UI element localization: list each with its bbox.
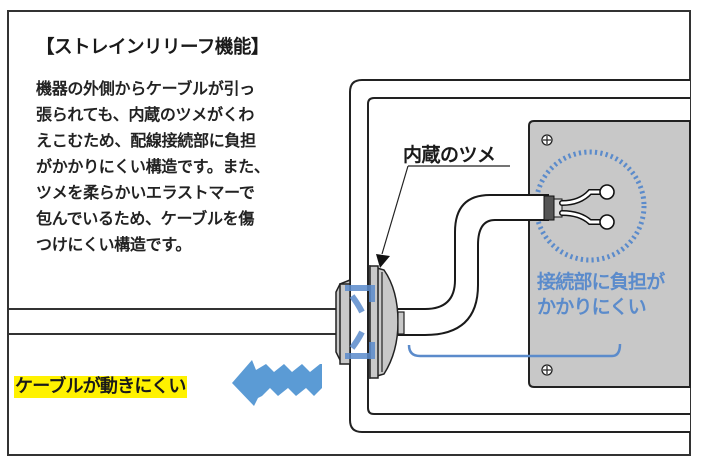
connection-load-label: 接続部に負担が かかりにくい <box>537 270 665 320</box>
device-housing-inner <box>367 97 690 415</box>
description-line: つけにくい構造です。 <box>36 235 192 254</box>
description-line: えこむため、配線接続部に負担 <box>36 131 256 150</box>
callout-leader-line <box>381 165 409 255</box>
diagram-title: 【ストレインリリーフ機能】 <box>36 37 269 58</box>
range-bracket <box>407 343 622 358</box>
cable-stable-label: ケーブルが動きにくい <box>14 376 187 398</box>
terminal-panel <box>528 120 691 388</box>
screw-icon <box>541 134 553 146</box>
description-line: 機器の外側からケーブルが引っ <box>36 79 255 98</box>
cable-connector-icon <box>543 184 615 230</box>
connection-load-line: かかりにくい <box>537 296 647 318</box>
internal-claw-label: 内蔵のツメ <box>403 144 496 166</box>
description-line: 包んでいるため、ケーブルを傷 <box>36 209 255 228</box>
connection-load-line: 接続部に負担が <box>537 271 665 293</box>
description-line: がかかりにくい構造です。また、 <box>36 157 270 176</box>
strain-relief-bushing <box>335 265 405 379</box>
description-line: 張られても、内蔵のツメがくわ <box>36 105 255 124</box>
callout-arrowhead <box>376 254 390 268</box>
description-line: ツメを柔らかいエラストマーで <box>36 183 255 202</box>
description-text: 機器の外側からケーブルが引っ 張られても、内蔵のツメがくわ えこむため、配線接続… <box>36 76 336 258</box>
arrow-left-icon <box>232 360 322 406</box>
screw-icon <box>541 364 553 376</box>
